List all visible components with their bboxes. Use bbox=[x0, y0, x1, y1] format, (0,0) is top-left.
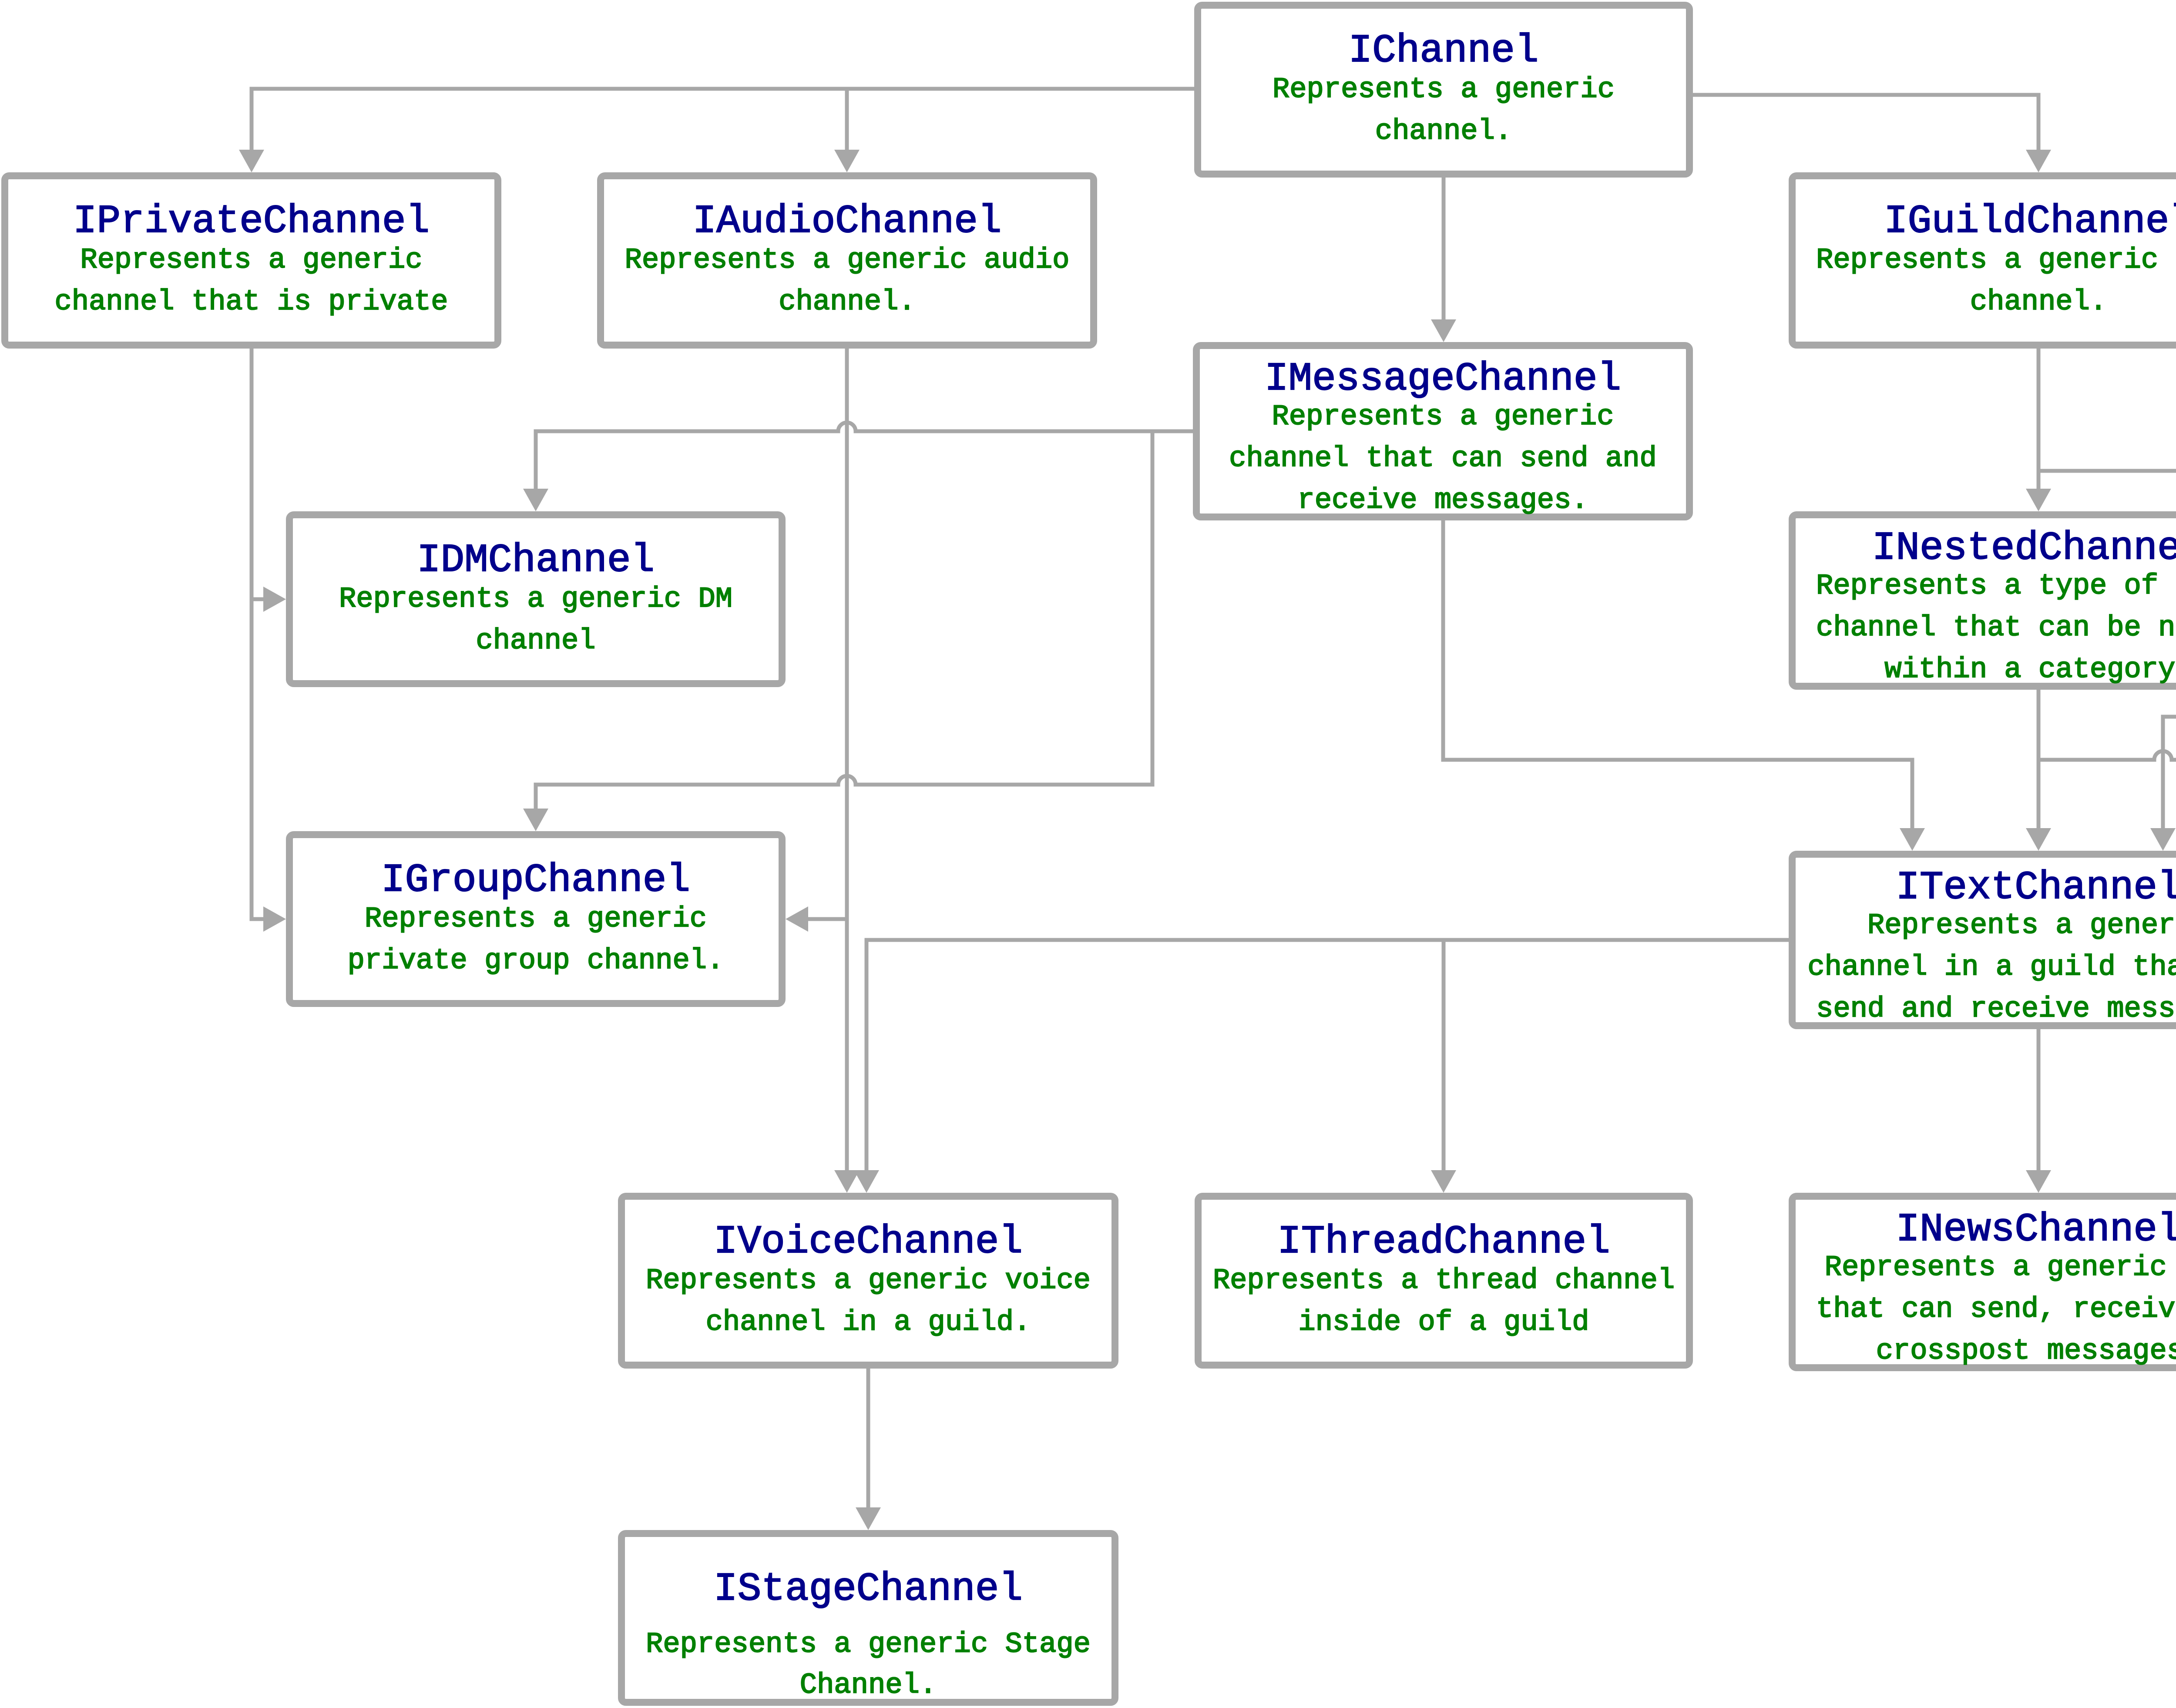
svg-text:channel that can be nested: channel that can be nested bbox=[1816, 611, 2176, 644]
svg-text:Represents a type of guild: Represents a type of guild bbox=[1816, 570, 2176, 602]
svg-text:Channel.: Channel. bbox=[800, 1669, 937, 1701]
svg-text:INestedChannel: INestedChannel bbox=[1872, 526, 2176, 571]
svg-text:private group channel.: private group channel. bbox=[348, 944, 724, 977]
svg-text:Represents a generic audio: Represents a generic audio bbox=[625, 244, 1070, 276]
svg-text:IStageChannel: IStageChannel bbox=[714, 1567, 1023, 1612]
svg-text:IDMChannel: IDMChannel bbox=[417, 538, 655, 583]
svg-text:IVoiceChannel: IVoiceChannel bbox=[714, 1220, 1023, 1265]
svg-text:Represents a generic: Represents a generic bbox=[1273, 73, 1615, 106]
svg-text:Represents a generic guild: Represents a generic guild bbox=[1816, 244, 2176, 276]
svg-text:inside of a guild: inside of a guild bbox=[1298, 1306, 1589, 1339]
svg-text:channel.: channel. bbox=[1970, 285, 2107, 318]
svg-text:Represents a generic DM: Represents a generic DM bbox=[339, 583, 732, 615]
svg-text:channel that is private: channel that is private bbox=[54, 285, 448, 318]
svg-text:Represents a generic: Represents a generic bbox=[1867, 909, 2176, 942]
svg-text:channel in a guild.: channel in a guild. bbox=[706, 1306, 1031, 1339]
svg-text:ITextChannel: ITextChannel bbox=[1896, 866, 2176, 910]
svg-text:Represents a thread channel: Represents a thread channel bbox=[1213, 1264, 1675, 1297]
svg-text:IGuildChannel: IGuildChannel bbox=[1884, 199, 2176, 244]
svg-text:that can send, receive and: that can send, receive and bbox=[1816, 1293, 2176, 1325]
svg-text:IMessageChannel: IMessageChannel bbox=[1265, 357, 1621, 402]
svg-text:channel in a guild that can: channel in a guild that can bbox=[1807, 951, 2176, 983]
svg-text:channel.: channel. bbox=[779, 285, 915, 318]
svg-text:Represents a generic news: Represents a generic news bbox=[1825, 1251, 2176, 1284]
svg-text:INewsChannel: INewsChannel bbox=[1896, 1208, 2176, 1252]
svg-text:within a category.: within a category. bbox=[1884, 653, 2176, 686]
svg-text:Represents a generic: Represents a generic bbox=[365, 903, 707, 935]
svg-text:IAudioChannel: IAudioChannel bbox=[693, 199, 1002, 244]
svg-text:Represents a generic: Represents a generic bbox=[1272, 400, 1614, 433]
svg-text:crosspost messages.: crosspost messages. bbox=[1876, 1335, 2176, 1367]
svg-text:IChannel: IChannel bbox=[1349, 29, 1539, 74]
svg-text:channel: channel bbox=[476, 624, 595, 657]
svg-text:channel that can send and: channel that can send and bbox=[1229, 442, 1657, 475]
svg-text:IPrivateChannel: IPrivateChannel bbox=[73, 199, 430, 244]
svg-text:Represents a generic Stage: Represents a generic Stage bbox=[646, 1628, 1091, 1661]
svg-text:channel.: channel. bbox=[1375, 115, 1512, 148]
svg-text:Represents a generic: Represents a generic bbox=[80, 244, 422, 276]
svg-text:send and receive messages.: send and receive messages. bbox=[1816, 993, 2176, 1025]
svg-text:IGroupChannel: IGroupChannel bbox=[381, 858, 690, 903]
svg-text:Represents a generic voice: Represents a generic voice bbox=[646, 1264, 1091, 1297]
svg-text:IThreadChannel: IThreadChannel bbox=[1277, 1220, 1610, 1265]
svg-text:receive messages.: receive messages. bbox=[1297, 484, 1588, 517]
